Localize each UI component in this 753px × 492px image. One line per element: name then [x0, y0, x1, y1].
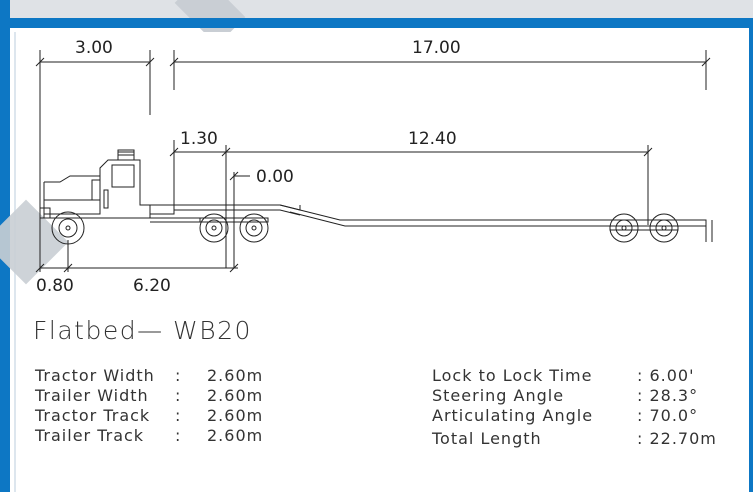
spec-value: 2.60m	[207, 386, 264, 405]
spec-value: : 70.0°	[637, 406, 699, 425]
tractor-rear-wheel-1	[199, 213, 229, 243]
spec-row: Tractor Track : 2.60m	[35, 406, 263, 426]
spec-value: 2.60m	[207, 406, 264, 425]
tractor-front-wheel	[51, 211, 85, 245]
top-band	[0, 0, 753, 46]
spec-value: 2.60m	[207, 366, 264, 385]
spec-row: Tractor Width : 2.60m	[35, 366, 263, 386]
spec-value: : 6.00'	[637, 366, 695, 385]
spec-label: Articulating Angle	[432, 406, 594, 425]
dim-label-offset: 0.00	[256, 167, 294, 187]
turning-specs: Lock to Lock Time : 6.00' Steering Angle…	[432, 366, 717, 449]
spec-row: Total Length : 22.70m	[432, 429, 717, 449]
spec-value: : 22.70m	[637, 429, 717, 448]
dim-label-gooseneck: 1.30	[180, 129, 218, 149]
dim-label-tractor-front: 3.00	[75, 38, 113, 58]
tractor-cab	[39, 149, 175, 219]
spec-row: Trailer Width : 2.60m	[35, 386, 263, 406]
dim-label-wheelbase: 6.20	[133, 276, 171, 296]
frame-border-top	[0, 18, 753, 28]
spec-row: Articulating Angle : 70.0°	[432, 406, 717, 426]
tractor-trailer-specs: Tractor Width : 2.60m Trailer Width : 2.…	[35, 366, 263, 446]
spec-row: Trailer Track : 2.60m	[35, 426, 263, 446]
spec-label: Tractor Track	[35, 406, 151, 425]
dim-label-overall: 17.00	[412, 38, 461, 58]
spec-label: Lock to Lock Time	[432, 366, 593, 385]
spec-separator: :	[175, 386, 182, 405]
spec-value: 2.60m	[207, 426, 264, 445]
spec-separator: :	[175, 426, 182, 445]
dim-label-deck: 12.40	[408, 129, 457, 149]
spec-value: : 28.3°	[637, 386, 699, 405]
frame-border-right	[749, 18, 753, 492]
spec-label: Trailer Width	[35, 386, 149, 405]
trailer-wheel-2	[649, 213, 679, 243]
spec-label: Tractor Width	[35, 366, 155, 385]
tractor-rear-wheel-2	[239, 213, 269, 243]
trailer-wheel-1	[609, 213, 639, 243]
spec-separator: :	[175, 406, 182, 425]
drawing-area	[0, 32, 745, 492]
spec-separator: :	[175, 366, 182, 385]
dim-label-front-overhang: 0.80	[36, 276, 74, 296]
spec-label: Trailer Track	[35, 426, 145, 445]
spec-label: Total Length	[432, 429, 542, 448]
spec-row: Lock to Lock Time : 6.00'	[432, 366, 717, 386]
vehicle-title: Flatbed— WB20	[33, 316, 252, 345]
spec-label: Steering Angle	[432, 386, 565, 405]
spec-row: Steering Angle : 28.3°	[432, 386, 717, 406]
